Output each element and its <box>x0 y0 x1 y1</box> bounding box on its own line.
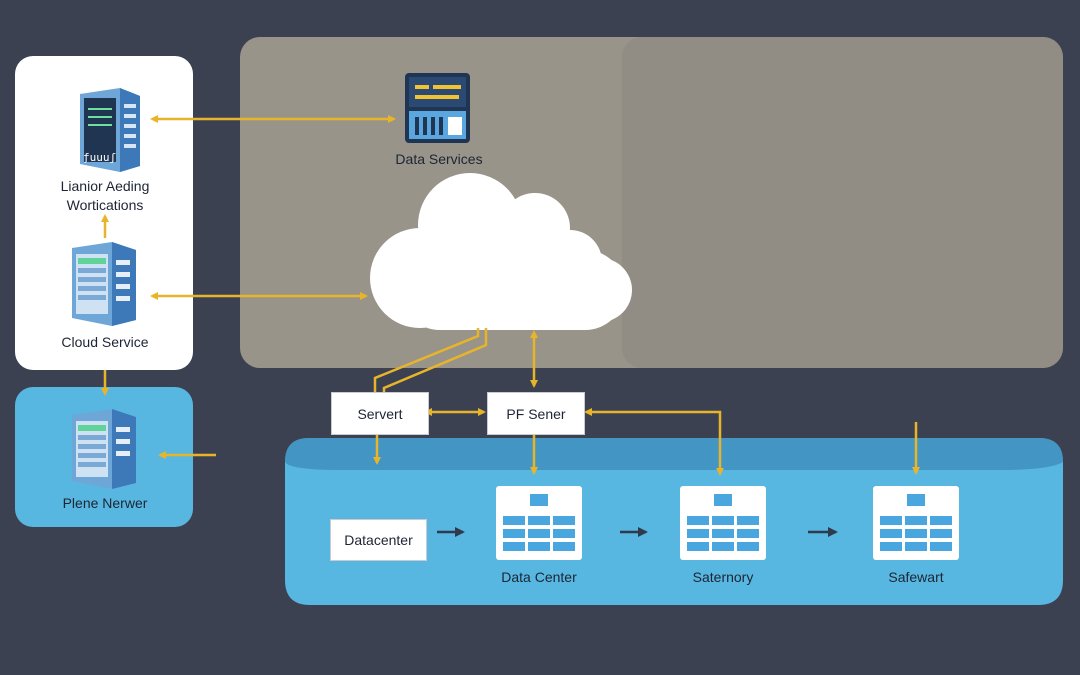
top-server-label-line2: Wortications <box>66 197 144 213</box>
cloud-service-server-icon <box>72 242 136 326</box>
saternory-card-label: Saternory <box>692 569 754 585</box>
pf-sener-box: PF Sener <box>487 392 585 435</box>
server-sign-text: ƒuuuʃ <box>83 151 117 164</box>
server-rack-icon <box>80 88 140 172</box>
data-center-card-label: Data Center <box>501 569 577 585</box>
data-services-label: Data Services <box>395 151 483 167</box>
connector-saternory-to-pf-sener <box>584 408 724 476</box>
safewart-card-icon <box>873 486 959 560</box>
data-services-icon <box>405 73 470 143</box>
saternory-card-icon <box>680 486 766 560</box>
cloud-region-inner-panel <box>622 37 1063 368</box>
connector-cloud-to-servert <box>373 328 480 392</box>
safewart-card-label: Safewart <box>888 569 944 585</box>
plene-nerwer-server-icon <box>72 409 136 489</box>
top-server-label-line1: Lianior Aeding <box>60 178 150 194</box>
servert-box: Servert <box>331 392 429 435</box>
connector-cloud-to-servert-2 <box>382 328 488 392</box>
datacenter-box: Datacenter <box>330 519 427 561</box>
data-center-card-icon <box>496 486 582 560</box>
cloud-service-label: Cloud Service <box>61 334 149 350</box>
cloud-region-panel <box>240 37 1063 368</box>
plene-nerwer-label: Plene Nerwer <box>62 495 148 511</box>
